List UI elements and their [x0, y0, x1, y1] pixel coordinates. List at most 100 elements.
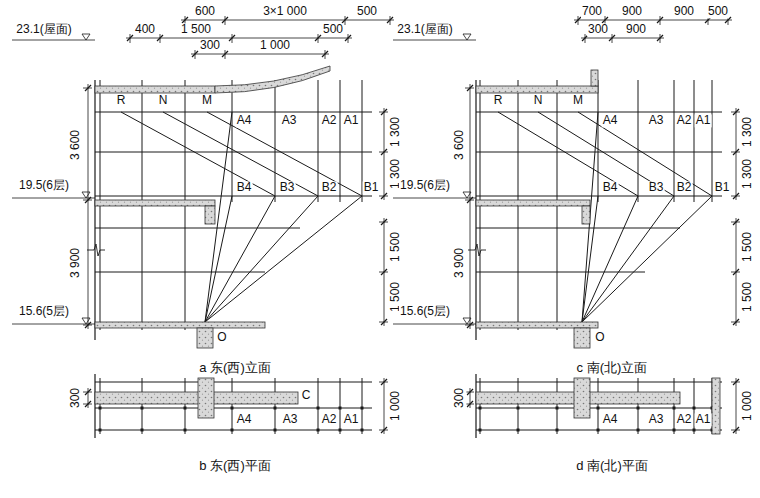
plan-drawing — [83, 374, 388, 438]
level-label: 15.6(5层) — [18, 305, 70, 318]
dimension-tick — [85, 85, 91, 91]
scaffold-tube — [362, 378, 363, 434]
dimension-tick — [381, 427, 387, 433]
point-label: R — [493, 94, 504, 107]
pole-node — [597, 407, 600, 410]
scaffold-tube — [95, 408, 372, 409]
wall-line — [475, 374, 476, 438]
dimension-text: 300 — [453, 387, 466, 409]
dimension-text: 1 000 — [389, 390, 402, 422]
panel-caption: d 南(北)平面 — [575, 459, 649, 473]
dimension-line — [384, 108, 385, 200]
level-label: 15.6(5层) — [399, 305, 451, 318]
dimension-text: 300 — [199, 39, 221, 52]
level-symbol — [463, 34, 471, 40]
dimension-text: 400 — [134, 23, 156, 36]
point-label: A3 — [281, 114, 298, 127]
point-label: A3 — [648, 114, 665, 127]
point-label: A2 — [321, 413, 338, 426]
dimension-tick — [345, 35, 351, 41]
floor-slab — [95, 200, 215, 206]
panel-caption: c 南(北)立面 — [576, 361, 649, 375]
dimension-tick — [733, 269, 739, 275]
concrete-column — [712, 378, 720, 434]
plan-drawing — [465, 374, 740, 438]
pole-node — [556, 429, 559, 432]
dimension-tick — [381, 193, 387, 199]
point-label: A1 — [343, 413, 360, 426]
point-label: B4 — [236, 181, 253, 194]
pole-node — [673, 407, 676, 410]
dimension-text: 1 500 — [389, 231, 402, 263]
pole-node — [141, 407, 144, 410]
pole-node — [517, 407, 520, 410]
scaffold-tube — [712, 80, 713, 202]
diagonal-tie — [163, 112, 318, 196]
diagonal-tie — [538, 112, 674, 196]
point-label: A4 — [602, 114, 619, 127]
pole-node — [339, 429, 342, 432]
pole-node — [274, 429, 277, 432]
level-symbol — [463, 192, 471, 198]
panel-caption: a 东(西)立面 — [198, 361, 272, 375]
dimension-tick — [222, 17, 228, 23]
point-label: B1 — [363, 181, 380, 194]
point-label: A4 — [236, 413, 253, 426]
point-label: M — [201, 94, 213, 107]
point-label: B1 — [714, 181, 731, 194]
dimension-tick — [85, 401, 91, 407]
dimension-line — [470, 84, 471, 329]
scaffold-tube — [476, 272, 645, 273]
scaffold-tube — [95, 112, 372, 113]
dimension-text: 1 500 — [741, 231, 754, 263]
dimension-tick — [733, 427, 739, 433]
point-label: A1 — [695, 413, 712, 426]
dimension-tick — [342, 17, 348, 23]
dimension-tick — [315, 35, 321, 41]
scaffold-tube — [598, 80, 599, 202]
dimension-text: 3 600 — [69, 129, 82, 161]
scaffold-tube — [638, 80, 639, 202]
dimension-tick — [609, 35, 615, 41]
scaffold-tube — [694, 80, 695, 202]
point-label: A2 — [676, 114, 693, 127]
point-label: O — [594, 331, 605, 344]
dimension-tick — [733, 109, 739, 115]
scaffold-tube — [318, 378, 319, 434]
diagonal-tie — [498, 112, 638, 196]
roof-slab — [476, 86, 598, 93]
support-rod — [582, 196, 712, 322]
scaffold-tube — [674, 80, 675, 202]
dimension-line — [736, 378, 737, 434]
point-label: B3 — [279, 181, 296, 194]
level-symbol — [463, 318, 471, 324]
scaffold-tube — [275, 80, 276, 202]
dimension-text: 1 500 — [180, 23, 212, 36]
point-label: M — [572, 94, 584, 107]
point-label: A3 — [282, 413, 299, 426]
point-label: A3 — [648, 413, 665, 426]
dimension-tick — [657, 17, 663, 23]
dimension-tick — [182, 17, 188, 23]
scaffold-tube — [674, 378, 675, 434]
dimension-tick — [467, 401, 473, 407]
dimension-text: 3 900 — [69, 247, 82, 279]
level-line — [12, 198, 95, 199]
dimension-line — [581, 38, 664, 39]
dimension-tick — [157, 35, 163, 41]
concrete-column — [574, 378, 590, 418]
pole-node — [99, 407, 102, 410]
point-label: A4 — [236, 114, 253, 127]
concrete-column — [198, 378, 214, 418]
dimension-text: 300 — [69, 387, 82, 409]
pole-node — [693, 429, 696, 432]
pole-node — [231, 429, 234, 432]
scaffold-tube — [340, 378, 341, 434]
dimension-tick — [733, 219, 739, 225]
scaffold-tube — [557, 378, 558, 434]
point-label: A1 — [695, 114, 712, 127]
scaffold-tube — [480, 378, 481, 434]
pole-node — [184, 429, 187, 432]
dimension-tick — [381, 319, 387, 325]
level-line — [12, 40, 95, 41]
